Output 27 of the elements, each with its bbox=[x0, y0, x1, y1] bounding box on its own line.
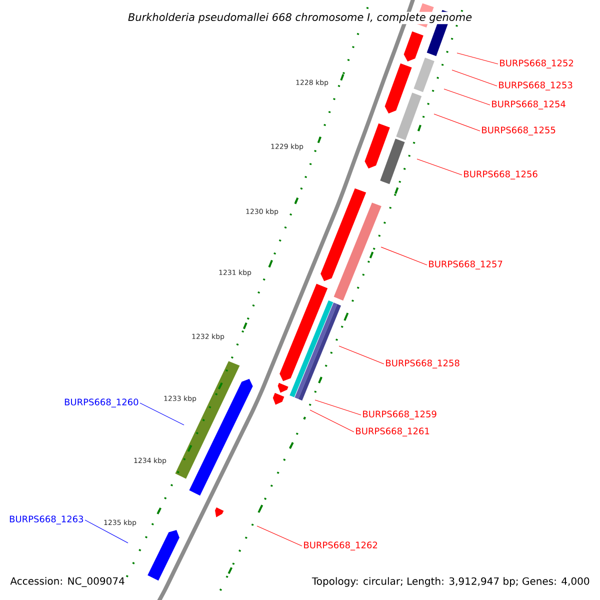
gene-label: BURPS668_1255 bbox=[482, 126, 556, 136]
leader-line bbox=[310, 410, 354, 432]
info-text: Topology: circular; Length: 3,912,947 bp; Genes: 4,000 bbox=[312, 577, 590, 587]
gene-label: BURPS668_1258 bbox=[386, 360, 460, 368]
gene-label: BURPS668_1263 bbox=[10, 516, 84, 524]
title: Burkholderia pseudomallei 668 chromosome I, complete genome bbox=[126, 12, 474, 24]
gene-label: BURPS668_1259 bbox=[363, 410, 436, 420]
leader-line bbox=[84, 520, 128, 544]
leader-line bbox=[338, 346, 384, 364]
leader-line bbox=[456, 52, 498, 64]
gene-label: BURPS668_1256 bbox=[464, 170, 538, 180]
gene-label: BURPS668_1253 bbox=[499, 82, 572, 90]
leader-line bbox=[256, 526, 302, 546]
leader-line bbox=[434, 114, 480, 132]
gene-label: BURPS668_1262 bbox=[304, 542, 378, 550]
leader-line bbox=[444, 88, 490, 106]
info-text: Accession: NC_009074 bbox=[10, 577, 124, 587]
gene-label: BURPS668_1261 bbox=[356, 428, 430, 436]
gene-label: BURPS668_1252 bbox=[500, 60, 574, 68]
leader-line bbox=[314, 400, 362, 416]
leader-line bbox=[416, 158, 462, 176]
gene-label: BURPS668_1260 bbox=[64, 398, 138, 408]
leader-line bbox=[380, 246, 428, 266]
gene-label: BURPS668_1254 bbox=[492, 100, 566, 110]
leader-line bbox=[452, 70, 498, 86]
leader-line bbox=[140, 402, 184, 426]
gene-label: BURPS668_1257 bbox=[429, 260, 502, 270]
